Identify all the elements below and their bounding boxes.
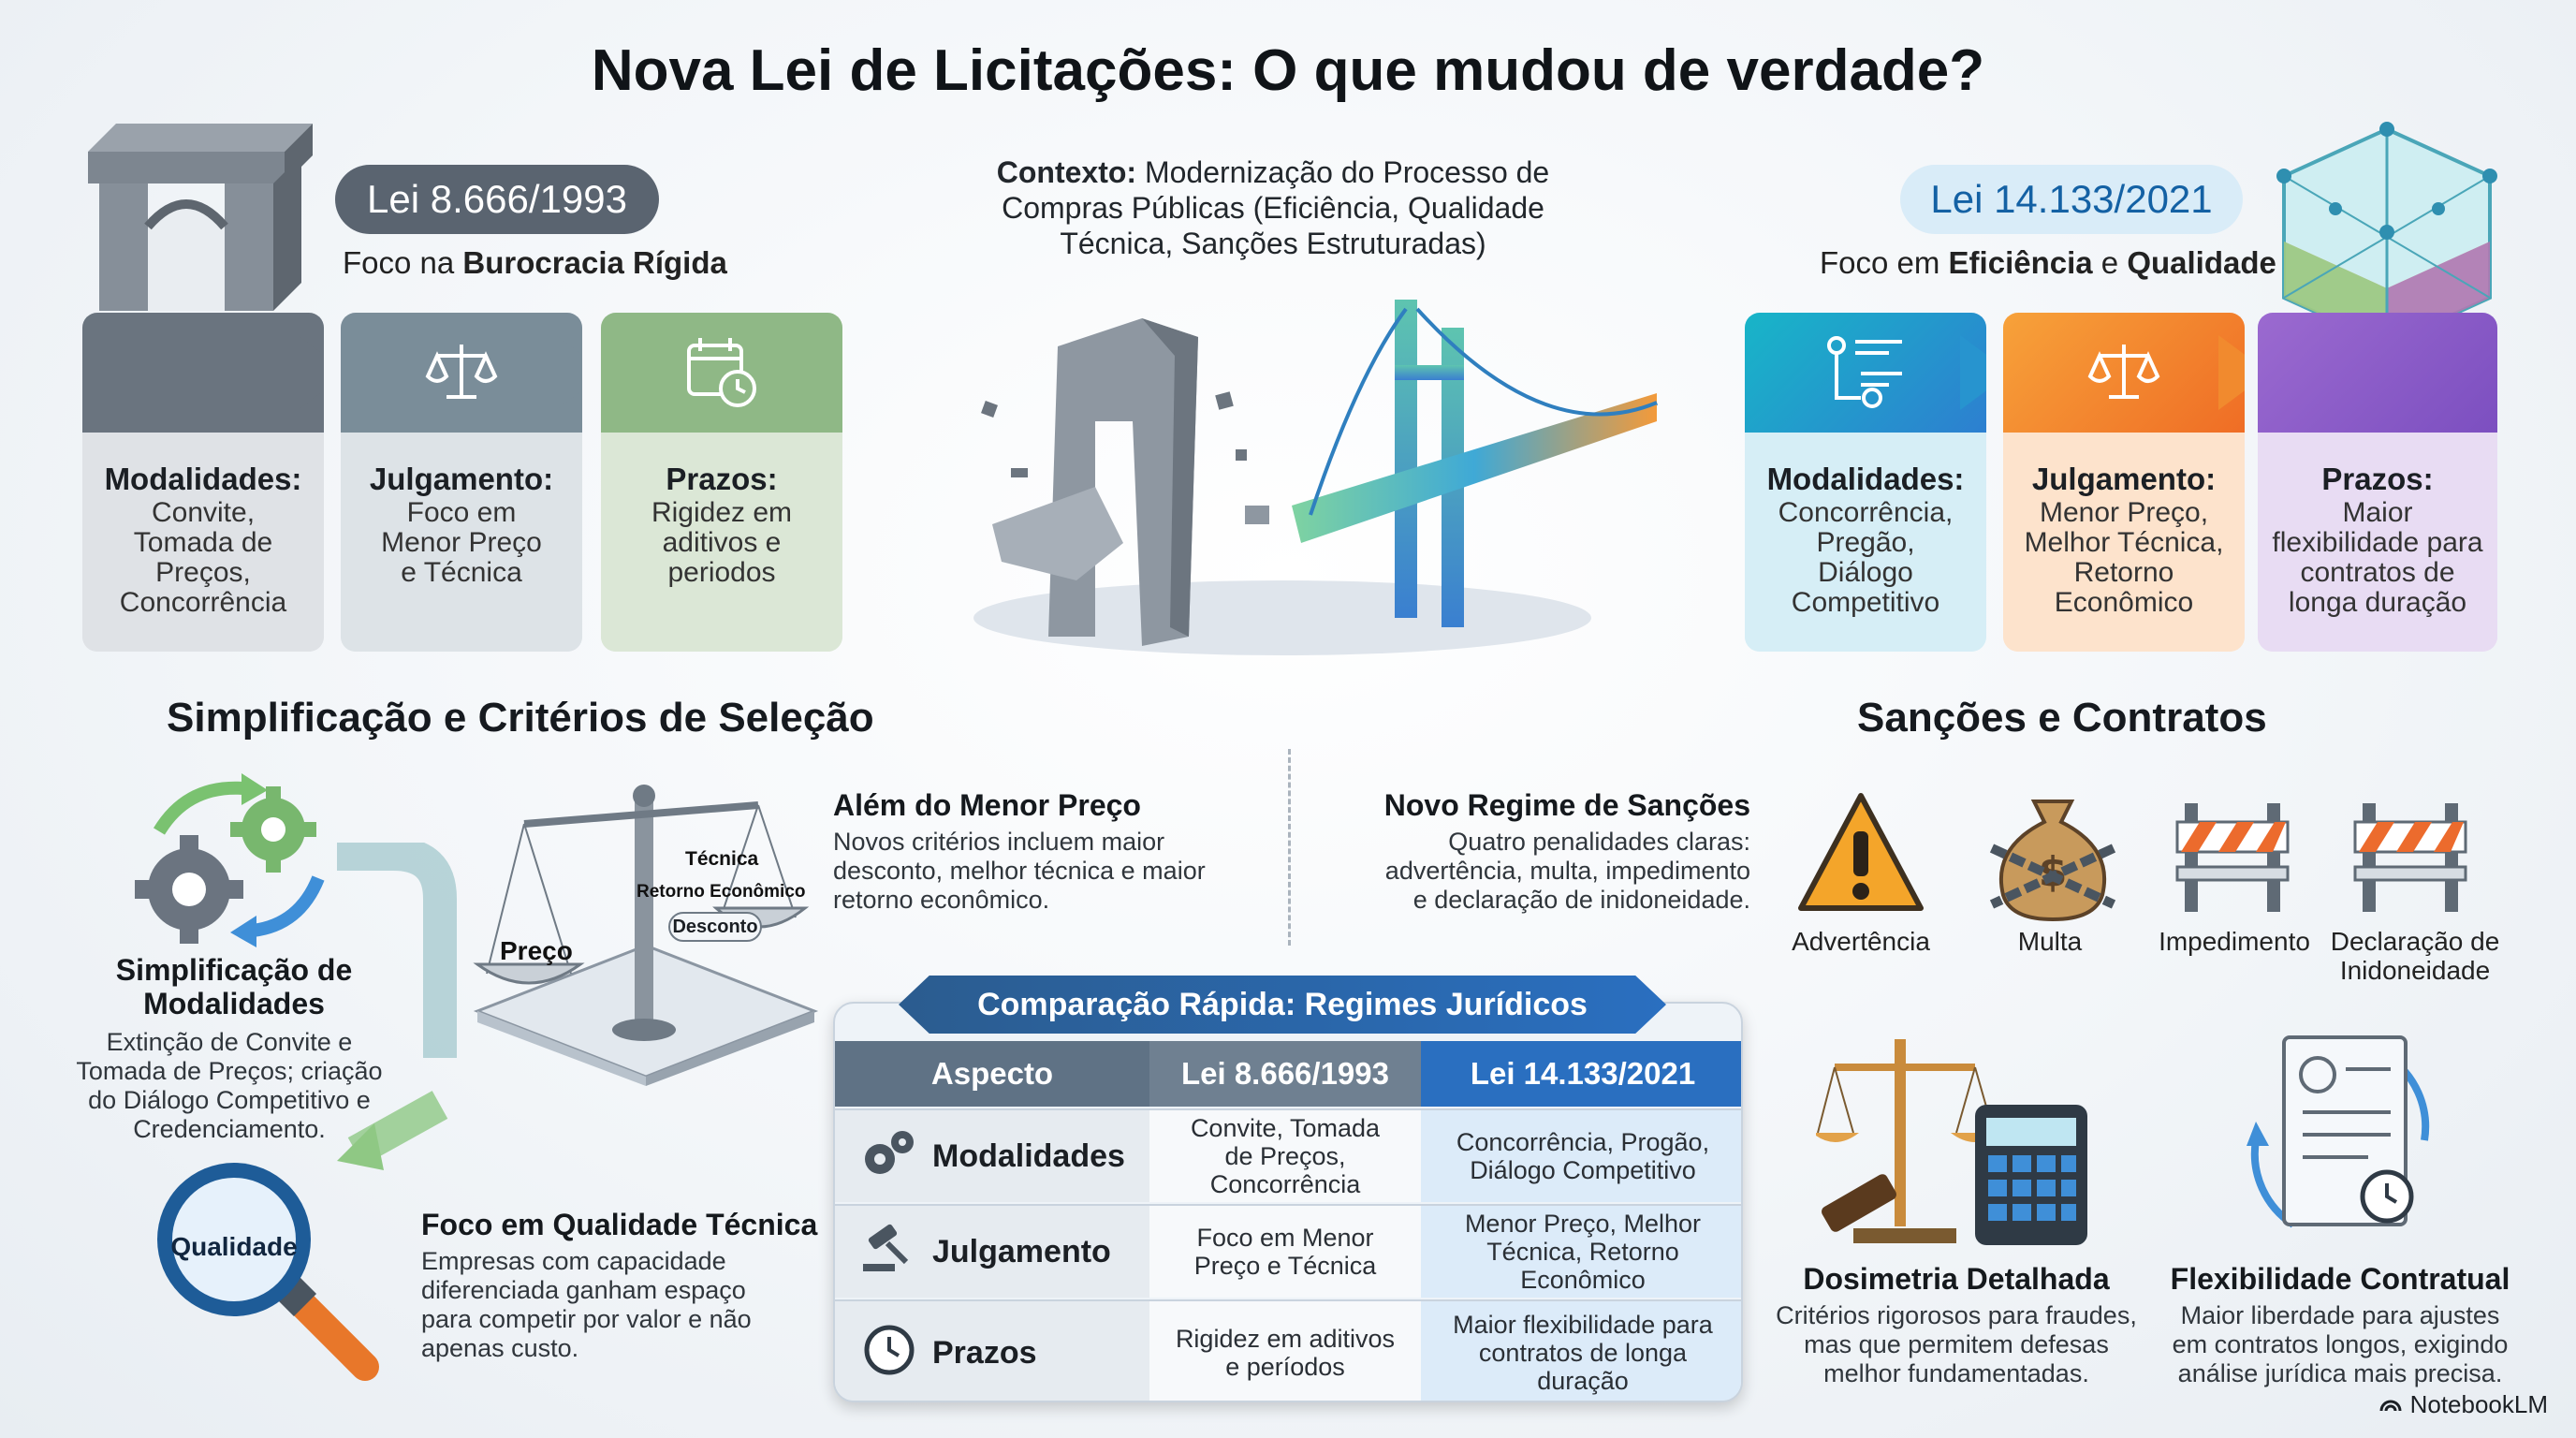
- comparison-table: Aspecto Lei 8.666/1993 Lei 14.133/2021 M…: [833, 1002, 1743, 1402]
- context-text: Contexto: Modernização do Processo de Co…: [996, 155, 1550, 260]
- old-law-badge: Lei 8.666/1993: [335, 165, 659, 234]
- aspect-label: Julgamento: [932, 1234, 1111, 1269]
- card-label: Julgamento:: [369, 462, 554, 496]
- table-header: Aspecto: [835, 1041, 1149, 1107]
- new-value: Maior flexibilidade para contratos de lo…: [1421, 1301, 1741, 1401]
- card-text: Convite, Tomada de Preços, Concorrência: [119, 497, 287, 618]
- old-value: Rigidez em aditivos e períodos: [1149, 1301, 1421, 1401]
- old-value: Foco em Menor Preço e Técnica: [1149, 1206, 1421, 1298]
- old-card-modalidades: Modalidades: Convite, Tomada de Preços, …: [82, 313, 324, 652]
- scale-label-preco: Preço: [500, 936, 573, 965]
- card-label: Prazos:: [2321, 462, 2434, 496]
- scale-icon: [341, 326, 582, 419]
- dosimetria-text: Critérios rigorosos para fraudes, mas qu…: [1776, 1301, 2137, 1387]
- card-label: Julgamento:: [2031, 462, 2217, 496]
- branding-text: NotebookLM: [2409, 1390, 2548, 1418]
- sanction-label: Declaração de Inidoneidade: [2330, 927, 2500, 985]
- gears-cycle-icon: [131, 766, 356, 953]
- scale-icon: [2003, 326, 2245, 419]
- new-card-julgamento: Julgamento: Menor Preço, Melhor Técnica,…: [2003, 313, 2245, 652]
- page-title: Nova Lei de Licitações: O que mudou de v…: [591, 38, 1985, 103]
- qualidade-title: Foco em Qualidade Técnica: [421, 1208, 818, 1241]
- barrier-icon: [2349, 794, 2471, 916]
- card-text: Concorrência, Pregão, Diálogo Competitiv…: [1778, 497, 1954, 618]
- old-card-prazos: Prazos: Rigidez em aditivos e periodos: [601, 313, 842, 652]
- notebooklm-logo: NotebookLM: [2378, 1390, 2548, 1419]
- simplificacao-title: Simplificação de Modalidades: [115, 953, 353, 1020]
- flexibilidade-text: Maior liberdade para ajustes em contrato…: [2172, 1301, 2509, 1387]
- new-card-prazos: Prazos: Maior flexibilidade para contrat…: [2258, 313, 2497, 652]
- bridge-illustration: [908, 281, 1676, 674]
- sanction-label: Multa: [2017, 927, 2083, 956]
- workflow-icon: [1745, 326, 1986, 419]
- new-law-focus: Foco em Eficiência e Qualidade: [1820, 245, 2276, 280]
- sanction-label: Impedimento: [2159, 927, 2310, 956]
- magnifier-label: Qualidade: [170, 1232, 298, 1261]
- notebooklm-icon: [2378, 1390, 2403, 1419]
- calendar-clock-icon: [601, 326, 842, 419]
- card-label: Modalidades:: [104, 462, 302, 496]
- alem-text: Novos critérios incluem maior desconto, …: [833, 828, 1206, 914]
- warning-icon: [1795, 788, 1926, 919]
- old-value: Convite, Tomada de Preços, Concorrência: [1149, 1110, 1421, 1202]
- section-title-right: Sanções e Contratos: [1857, 695, 2267, 741]
- novo-regime-title: Novo Regime de Sanções: [1383, 788, 1750, 822]
- qualidade-text: Empresas com capacidade diferenciada gan…: [421, 1247, 752, 1362]
- card-text: Menor Preço, Melhor Técnica, Retorno Eco…: [2024, 497, 2224, 618]
- gavel-icon: [861, 1223, 917, 1281]
- balance-scale-illustration: [468, 777, 824, 1086]
- gears-icon: [861, 1127, 917, 1185]
- simplificacao-text: Extinção de Convite e Tomada de Preços; …: [76, 1028, 383, 1143]
- aspect-label: Modalidades: [932, 1138, 1125, 1174]
- table-title-banner: Comparação Rápida: Regimes Jurídicos: [899, 976, 1666, 1034]
- contract-document-icon: [2228, 1028, 2452, 1253]
- alem-title: Além do Menor Preço: [833, 788, 1141, 822]
- sanction-label: Advertência: [1792, 927, 1930, 956]
- dosimetria-title: Dosimetria Detalhada: [1803, 1262, 2110, 1296]
- novo-regime-text: Quatro penalidades claras: advertência, …: [1384, 828, 1750, 914]
- new-value: Menor Preço, Melhor Técnica, Retorno Eco…: [1421, 1206, 1741, 1298]
- arch-illustration: [79, 114, 322, 311]
- flow-arrow: [337, 837, 571, 1217]
- table-row: Julgamento Foco em Menor Preço e Técnica…: [835, 1204, 1741, 1298]
- new-value: Concorrência, Progão, Diálogo Competitiv…: [1421, 1110, 1741, 1202]
- table-header: Lei 8.666/1993: [1149, 1041, 1421, 1107]
- new-card-modalidades: Modalidades: Concorrência, Pregão, Diálo…: [1745, 313, 1986, 652]
- scale-calculator-gavel-icon: [1812, 1030, 2097, 1255]
- new-law-badge: Lei 14.133/2021: [1900, 165, 2243, 234]
- magnifier-icon: [150, 1161, 393, 1386]
- old-law-focus: Foco na Burocracia Rígida: [343, 245, 727, 280]
- card-label: Modalidades:: [1766, 462, 1965, 496]
- section-title-left: Simplificação e Critérios de Seleção: [167, 695, 874, 741]
- aspect-label: Prazos: [932, 1335, 1037, 1371]
- card-label: Prazos:: [666, 462, 778, 496]
- divider: [1288, 749, 1291, 946]
- flexibilidade-title: Flexibilidade Contratual: [2170, 1262, 2510, 1296]
- scale-label-tecnica: Técnica: [685, 848, 759, 870]
- clock-icon: [861, 1322, 917, 1384]
- scale-label-retorno: Retorno Econômico: [637, 882, 806, 902]
- scale-label-desconto: Desconto: [668, 912, 762, 942]
- table-row: Modalidades Convite, Tomada de Preços, C…: [835, 1108, 1741, 1202]
- table-row: Prazos Rigidez em aditivos e períodos Ma…: [835, 1299, 1741, 1401]
- table-header: Lei 14.133/2021: [1421, 1041, 1741, 1107]
- old-card-julgamento: Julgamento: Foco em Menor Preço e Técnic…: [341, 313, 582, 652]
- card-text: Foco em Menor Preço e Técnica: [381, 497, 542, 588]
- barrier-icon: [2172, 794, 2293, 916]
- table-title: Comparação Rápida: Regimes Jurídicos: [977, 986, 1588, 1022]
- card-text: Rigidez em aditivos e periodos: [651, 497, 793, 588]
- card-text: Maior flexibilidade para contratos de lo…: [2272, 497, 2483, 618]
- money-bag-chain-icon: $: [1983, 783, 2123, 923]
